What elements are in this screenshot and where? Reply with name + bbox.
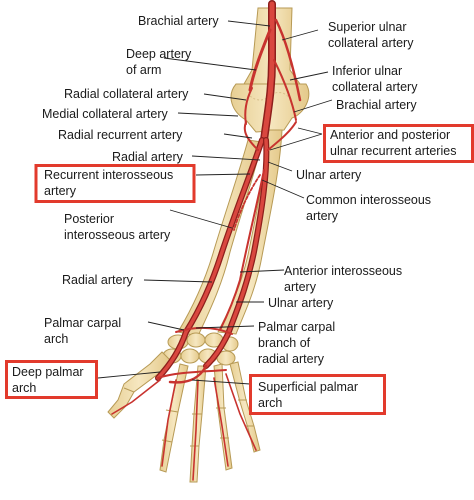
- label-medial-collateral: Medial collateral artery: [42, 107, 168, 121]
- label-palmar-carpal-branch-line2: branch of: [258, 336, 311, 350]
- label-ulnar-artery-upper: Ulnar artery: [296, 168, 362, 182]
- label-deep-artery-line1: Deep artery: [126, 47, 192, 61]
- label-common-interosseous-line2: artery: [306, 209, 338, 223]
- label-ant-post-ulnar-line1: Anterior and posterior: [330, 128, 451, 142]
- label-brachial-artery-top: Brachial artery: [138, 14, 219, 28]
- label-ulnar-artery-lower: Ulnar artery: [268, 296, 334, 310]
- label-deep-palmar-line2: arch: [12, 381, 37, 395]
- label-radial-recurrent: Radial recurrent artery: [58, 128, 183, 142]
- label-palmar-carpal-arch-line1: Palmar carpal: [44, 316, 122, 330]
- label-recurrent-interosseous-line2: artery: [44, 184, 76, 198]
- label-inferior-ulnar-line2: collateral artery: [332, 80, 418, 94]
- label-common-interosseous-line1: Common interosseous: [306, 193, 432, 207]
- label-radial-collateral: Radial collateral artery: [64, 87, 189, 101]
- recurrent-interosseous-highlight: [34, 164, 196, 203]
- superficial-palmar-highlight: [249, 374, 386, 415]
- label-recurrent-interosseous-line1: Recurrent interosseous: [44, 168, 174, 182]
- label-palmar-carpal-arch-line2: arch: [44, 332, 69, 346]
- hand-bones: [107, 351, 261, 483]
- label-ant-post-ulnar-line2: ulnar recurrent arteries: [330, 144, 457, 158]
- label-anterior-interosseous-line1: Anterior interosseous: [284, 264, 403, 278]
- label-posterior-interosseous-line1: Posterior: [64, 212, 115, 226]
- label-radial-artery-lower: Radial artery: [62, 273, 133, 287]
- label-posterior-interosseous-line2: interosseous artery: [64, 228, 171, 242]
- arteries: [111, 0, 302, 481]
- label-brachial-artery-right: Brachial artery: [336, 98, 417, 112]
- label-inferior-ulnar-line1: Inferior ulnar: [332, 64, 403, 78]
- deep-palmar-highlight: [5, 360, 98, 399]
- label-superior-ulnar-line2: collateral artery: [328, 36, 414, 50]
- ulnar-recurrent-highlight: [323, 124, 474, 163]
- label-deep-artery-line2: of arm: [126, 63, 162, 77]
- label-palmar-carpal-branch-line1: Palmar carpal: [258, 320, 336, 334]
- leader-lines: [97, 20, 333, 385]
- label-deep-palmar-line1: Deep palmar: [12, 365, 84, 379]
- label-superficial-palmar-line1: Superficial palmar: [258, 380, 359, 394]
- label-palmar-carpal-branch-line3: radial artery: [258, 352, 324, 366]
- label-anterior-interosseous-line2: artery: [284, 280, 316, 294]
- label-superior-ulnar-line1: Superior ulnar: [328, 20, 407, 34]
- label-superficial-palmar-line2: arch: [258, 396, 283, 410]
- label-radial-artery-upper: Radial artery: [112, 150, 183, 164]
